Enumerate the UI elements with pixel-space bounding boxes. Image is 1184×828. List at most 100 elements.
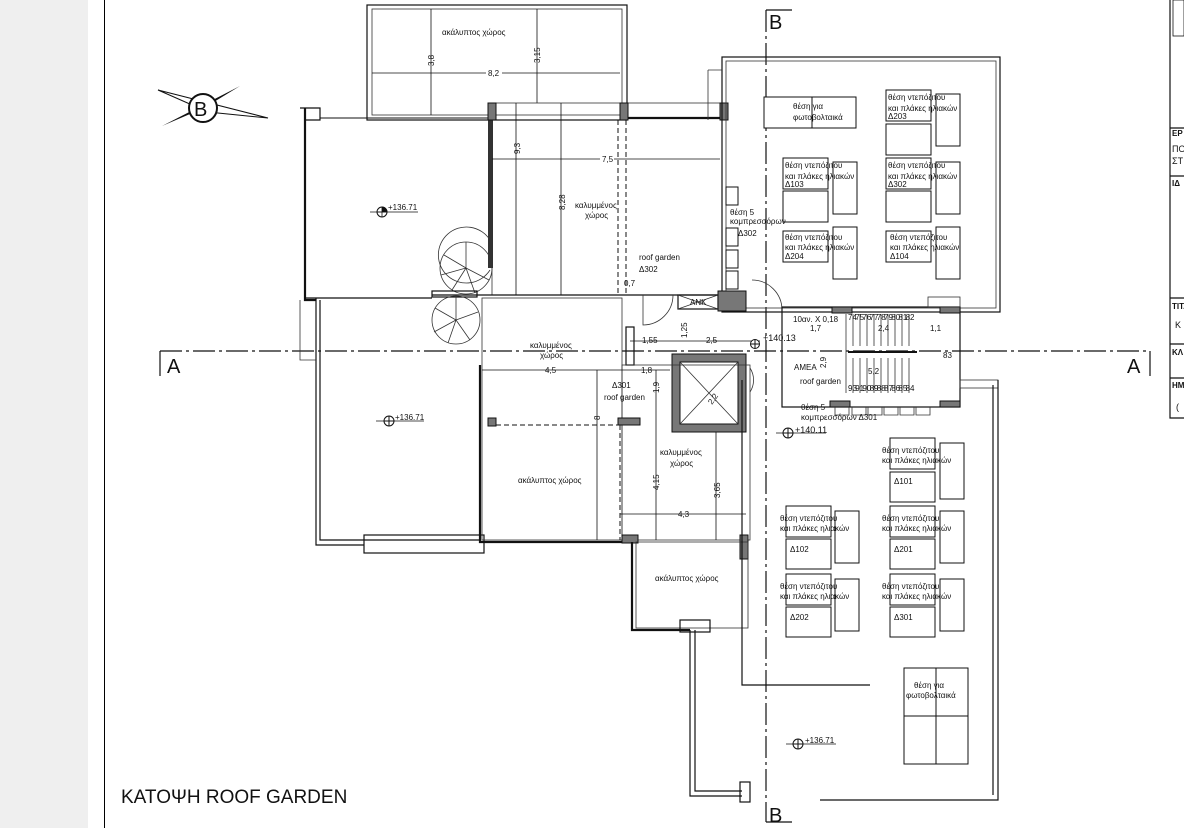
svg-text:καλυμμένος: καλυμμένος — [530, 341, 572, 350]
svg-text:4,15: 4,15 — [652, 474, 661, 490]
roof-area-top — [721, 56, 1001, 313]
level-marker: +140.13 — [750, 333, 796, 349]
svg-text:ΤΙΤΛ: ΤΙΤΛ — [1172, 302, 1184, 311]
svg-text:9,3: 9,3 — [513, 142, 522, 154]
svg-text:Δ302: Δ302 — [888, 180, 907, 189]
stair-step-number: 78 — [877, 313, 886, 322]
svg-text:ΠΟ: ΠΟ — [1172, 144, 1184, 154]
svg-text:2,9: 2,9 — [819, 356, 828, 368]
stair-step-number: 75 — [855, 313, 864, 322]
svg-text:θέση για: θέση για — [793, 102, 823, 111]
svg-text:roof garden: roof garden — [639, 253, 680, 262]
stair-step-number: 89 — [870, 384, 879, 393]
covered-area-302 — [491, 102, 723, 296]
drawing-title: ΚΑΤΟΨΗ ROOF GARDEN — [121, 787, 347, 808]
svg-text:κομπρεσσόρων: κομπρεσσόρων — [730, 217, 786, 226]
svg-text:και πλάκες ηλιακών: και πλάκες ηλιακών — [785, 243, 854, 252]
stair-step-number: 84 — [906, 384, 915, 393]
svg-text:1,9: 1,9 — [652, 381, 661, 393]
svg-text:κομπρεσσόρων Δ301: κομπρεσσόρων Δ301 — [801, 413, 878, 422]
stair-step-number: 85 — [898, 384, 907, 393]
svg-text:θέση 5: θέση 5 — [801, 403, 826, 412]
svg-text:0,7: 0,7 — [624, 279, 636, 288]
svg-text:φωτοβολταικά: φωτοβολταικά — [793, 113, 843, 122]
svg-text:8: 8 — [593, 415, 602, 420]
svg-text:Δ301: Δ301 — [894, 613, 913, 622]
svg-text:και πλάκες ηλιακών: και πλάκες ηλιακών — [882, 592, 951, 601]
svg-text:1,25: 1,25 — [680, 322, 689, 338]
title-block: ΕΡ ΠΟ ΣΤ ΙΔ ΤΙΤΛ Κ ΚΛ ΗΜ ( — [1169, 0, 1184, 419]
stair-step-number: 76 — [862, 313, 871, 322]
north-mark-label: B — [194, 99, 207, 121]
svg-text:4,3: 4,3 — [678, 510, 690, 519]
svg-text:ΑΜΕΑ: ΑΜΕΑ — [794, 363, 817, 372]
svg-text:ΑΝΚ: ΑΝΚ — [690, 298, 707, 307]
section-a-right-label: A — [1127, 356, 1141, 378]
svg-text:ΙΔ: ΙΔ — [1172, 179, 1180, 188]
svg-text:θέση ντεπόζιτου: θέση ντεπόζιτου — [890, 233, 947, 242]
stair-step-number: 90 — [862, 384, 871, 393]
north-arrow-icon: B — [157, 86, 269, 126]
stair-step-number: 91 — [855, 384, 864, 393]
svg-text:7,5: 7,5 — [602, 155, 614, 164]
svg-text:και πλάκες ηλιακών: και πλάκες ηλιακών — [882, 456, 951, 465]
drawing-sheet — [88, 0, 1184, 828]
svg-text:θέση ντεπόζιτου: θέση ντεπόζιτου — [785, 233, 842, 242]
svg-text:8,2: 8,2 — [488, 69, 500, 78]
level-marker: +140.11 — [776, 425, 827, 439]
svg-text:+136.71: +136.71 — [395, 413, 425, 422]
stair-step-number: 77 — [870, 313, 879, 322]
svg-text:2,4: 2,4 — [878, 324, 890, 333]
svg-text:Δ301: Δ301 — [612, 381, 631, 390]
svg-text:ΚΛ: ΚΛ — [1172, 348, 1184, 357]
svg-text:θέση ντεπόζιτου: θέση ντεπόζιτου — [780, 582, 837, 591]
stair-step-number: 93 — [848, 384, 857, 393]
uncovered-area-bottom — [635, 541, 749, 629]
spiral-stair-top — [438, 226, 493, 295]
svg-text:10αν. Χ 0,18: 10αν. Χ 0,18 — [793, 315, 839, 324]
svg-text:και πλάκες ηλιακών: και πλάκες ηλιακών — [780, 524, 849, 533]
svg-text:χώρος: χώρος — [540, 351, 563, 360]
svg-text:θέση 5: θέση 5 — [730, 208, 755, 217]
svg-text:και πλάκες ηλιακών: και πλάκες ηλιακών — [888, 104, 957, 113]
svg-text:3,8: 3,8 — [427, 54, 436, 66]
stair-step-number: 79 — [884, 313, 893, 322]
level-marker: +136.71 — [376, 413, 425, 427]
area-label: ακάλυπτος χώρος — [442, 28, 506, 37]
svg-text:ακάλυπτος χώρος: ακάλυπτος χώρος — [518, 476, 582, 485]
level-marker: +136.71 — [786, 736, 836, 750]
svg-text:θέση ντεπόζιτου: θέση ντεπόζιτου — [780, 514, 837, 523]
svg-text:θέση ντεπόζιτου: θέση ντεπόζιτου — [888, 93, 945, 102]
section-b-top-label: B — [769, 12, 782, 34]
svg-text:+140.13: +140.13 — [763, 333, 796, 343]
svg-text:και πλάκες ηλιακών: και πλάκες ηλιακών — [785, 172, 854, 181]
sheet-border — [104, 0, 105, 828]
svg-text:χώρος: χώρος — [670, 459, 693, 468]
svg-text:Δ101: Δ101 — [894, 477, 913, 486]
svg-text:3,65: 3,65 — [713, 482, 722, 498]
svg-text:Δ302: Δ302 — [639, 265, 658, 274]
section-b-bottom-label: B — [769, 805, 782, 827]
svg-text:1,7: 1,7 — [810, 324, 822, 333]
svg-text:χώρος: χώρος — [585, 211, 608, 220]
spiral-stair-bottom — [431, 295, 481, 345]
svg-text:θέση για: θέση για — [914, 681, 944, 690]
svg-text:+136.71: +136.71 — [388, 203, 418, 212]
svg-text:1,1: 1,1 — [930, 324, 942, 333]
svg-text:θέση ντεπόζιτου: θέση ντεπόζιτου — [888, 161, 945, 170]
svg-text:Δ103: Δ103 — [785, 180, 804, 189]
stair-step-number: 81 — [898, 313, 907, 322]
stair-step-number: 88 — [877, 384, 886, 393]
svg-text:4,5: 4,5 — [545, 366, 557, 375]
svg-text:ΣΤ: ΣΤ — [1172, 156, 1184, 166]
svg-text:Δ302: Δ302 — [738, 229, 757, 238]
equipment-top: θέση για φωτοβολταικά θέση ντεπόζιτουκαι… — [725, 89, 961, 290]
svg-text:Κ: Κ — [1175, 320, 1181, 330]
svg-text:3,15: 3,15 — [533, 47, 542, 63]
svg-text:και πλάκες ηλιακών: και πλάκες ηλιακών — [890, 243, 959, 252]
svg-text:Δ104: Δ104 — [890, 252, 909, 261]
stair-step-number: 82 — [906, 313, 915, 322]
